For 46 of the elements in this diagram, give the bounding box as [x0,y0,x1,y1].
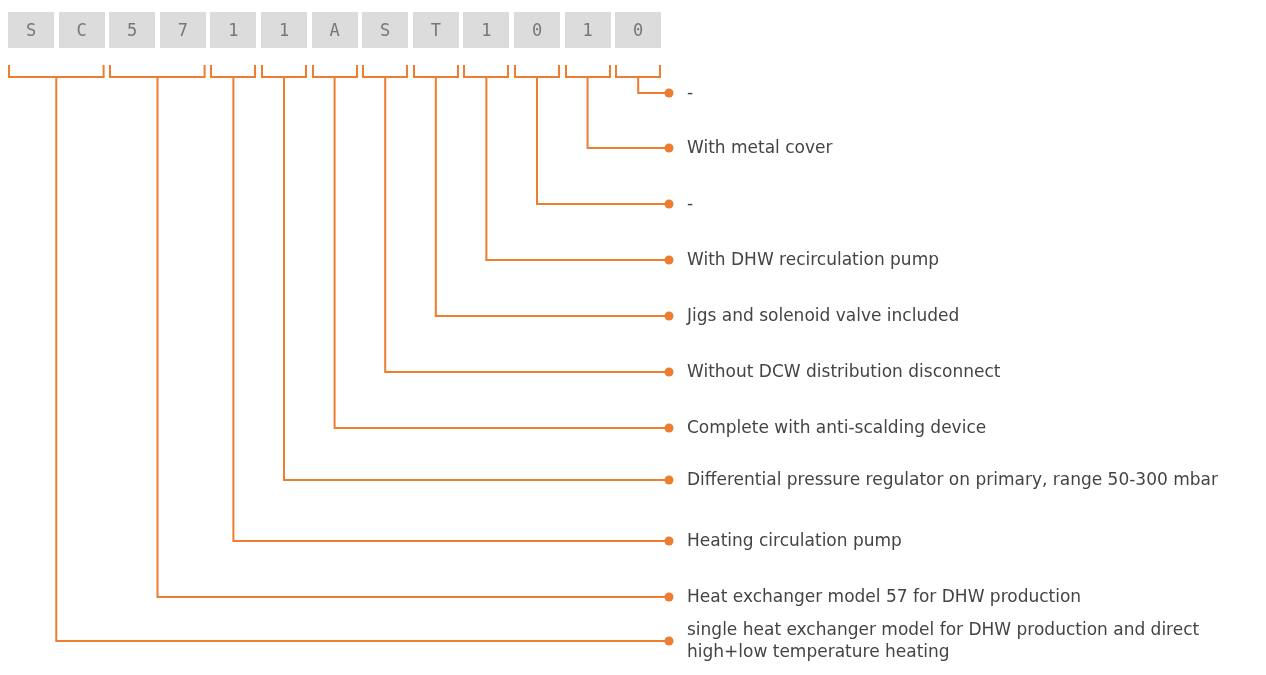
description-text: - [672,81,1247,103]
code-character: 0 [615,12,662,48]
bracket [261,65,307,78]
leader-line [232,77,674,546]
description-text: Jigs and solenoid valve included [672,304,1247,326]
code-character: 1 [463,12,510,48]
leader-line [434,77,674,321]
code-character: 5 [109,12,156,48]
code-character: 0 [514,12,560,48]
description-text: Without DCW distribution disconnect [672,360,1247,382]
leader-line [485,77,674,265]
bracket [514,65,560,78]
leader-line [333,77,674,433]
code-character: S [362,12,409,48]
leader-line [283,77,674,485]
bracket [109,65,206,78]
description-text: With DHW recirculation pump [672,248,1247,270]
leader-line [586,77,674,153]
code-character: A [311,12,358,48]
code-character: C [58,12,105,48]
bracket [412,65,459,78]
description-text: single heat exchanger model for DHW production and direct high+low temperature heating [672,618,1247,662]
code-character: 1 [564,12,611,48]
code-character: 1 [261,12,307,48]
description-text: With metal cover [672,136,1247,158]
leader-line [384,77,674,377]
leader-line [55,77,674,646]
bracket [362,65,409,78]
bracket [463,65,510,78]
description-text: - [672,192,1247,214]
description-text: Heat exchanger model 57 for DHW production [672,585,1247,607]
description-text: Complete with anti-scalding device [672,416,1247,438]
description-text: Differential pressure regulator on primary, range 50-300 mbar [672,468,1247,490]
leader-line [536,77,674,209]
bracket [564,65,611,78]
bracket [8,65,105,78]
code-character: T [412,12,459,48]
bracket [311,65,358,78]
code-character: 7 [159,12,206,48]
description-text: Heating circulation pump [672,529,1247,551]
code-character: 1 [210,12,257,48]
code-character: S [8,12,54,48]
bracket [615,65,662,78]
leader-line [637,77,674,98]
leader-line [156,77,674,602]
bracket [210,65,257,78]
